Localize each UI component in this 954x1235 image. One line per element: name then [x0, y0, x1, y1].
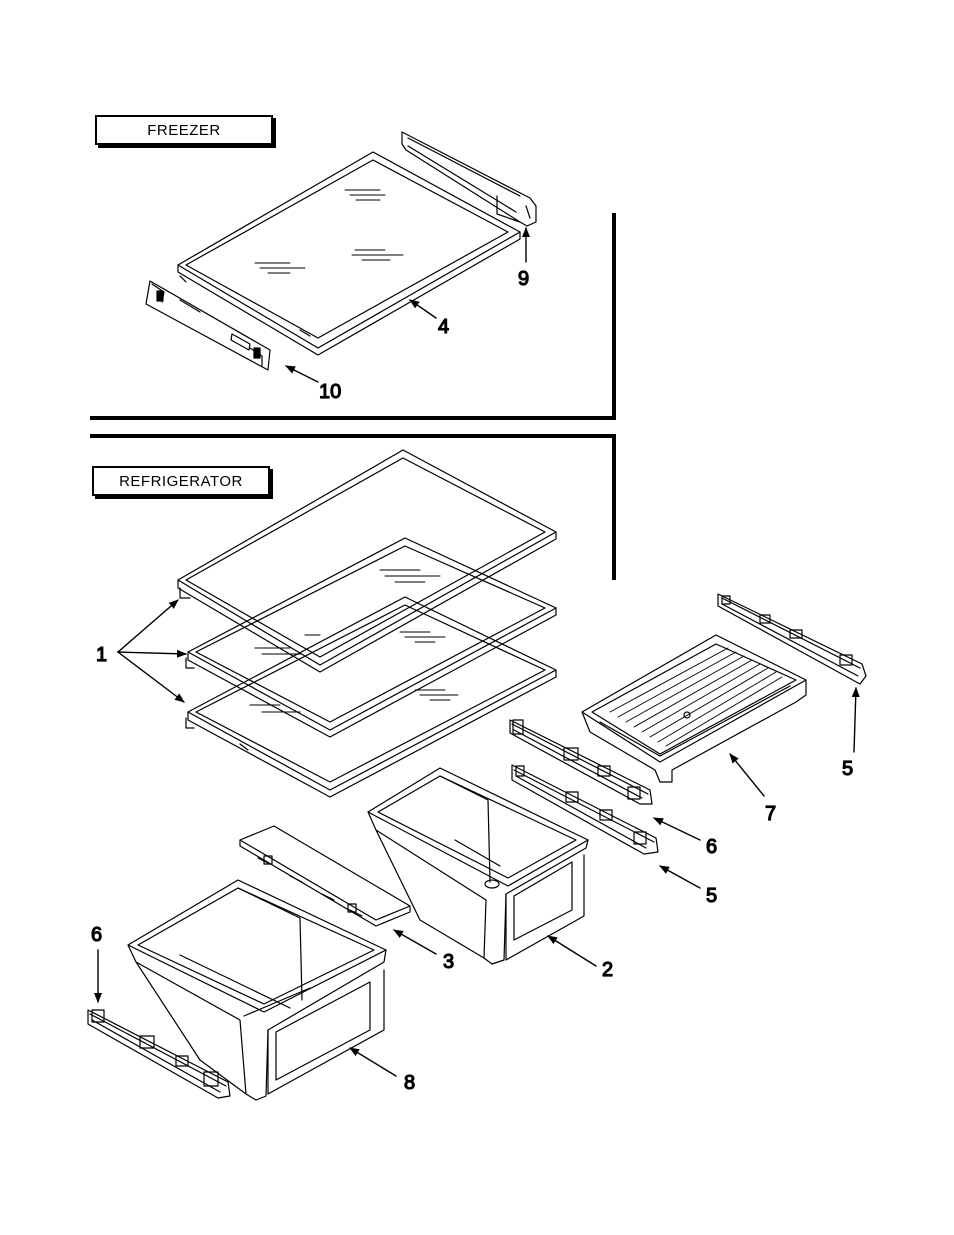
callout-5-top: 5 — [842, 758, 853, 780]
crisper-rail-left — [88, 1010, 230, 1098]
callout-6-left: 6 — [91, 924, 102, 946]
callout-8: 8 — [404, 1072, 415, 1094]
crisper-cover-frame — [240, 826, 410, 926]
callout-1: 1 — [96, 644, 107, 666]
section-dividers — [90, 213, 616, 580]
callout-7: 7 — [765, 803, 776, 825]
callout-5-mid: 5 — [706, 885, 717, 907]
refrigerator-glass-shelves — [178, 450, 556, 797]
callout-4: 4 — [438, 316, 449, 338]
shelf-bottom — [186, 597, 556, 797]
freezer-shelf-trim — [146, 281, 270, 370]
tray-rail-lower — [512, 765, 658, 854]
shelf-middle — [186, 538, 556, 737]
crisper-drawer-left — [128, 880, 386, 1100]
callout-6-right: 6 — [706, 836, 717, 858]
callout-leaders — [98, 228, 856, 1076]
callout-2: 2 — [602, 959, 613, 981]
tray-rail-top — [718, 594, 866, 684]
refrigerator-tray — [582, 635, 806, 782]
callout-10: 10 — [319, 381, 341, 403]
callout-9: 9 — [518, 268, 529, 290]
callout-3: 3 — [443, 951, 454, 973]
